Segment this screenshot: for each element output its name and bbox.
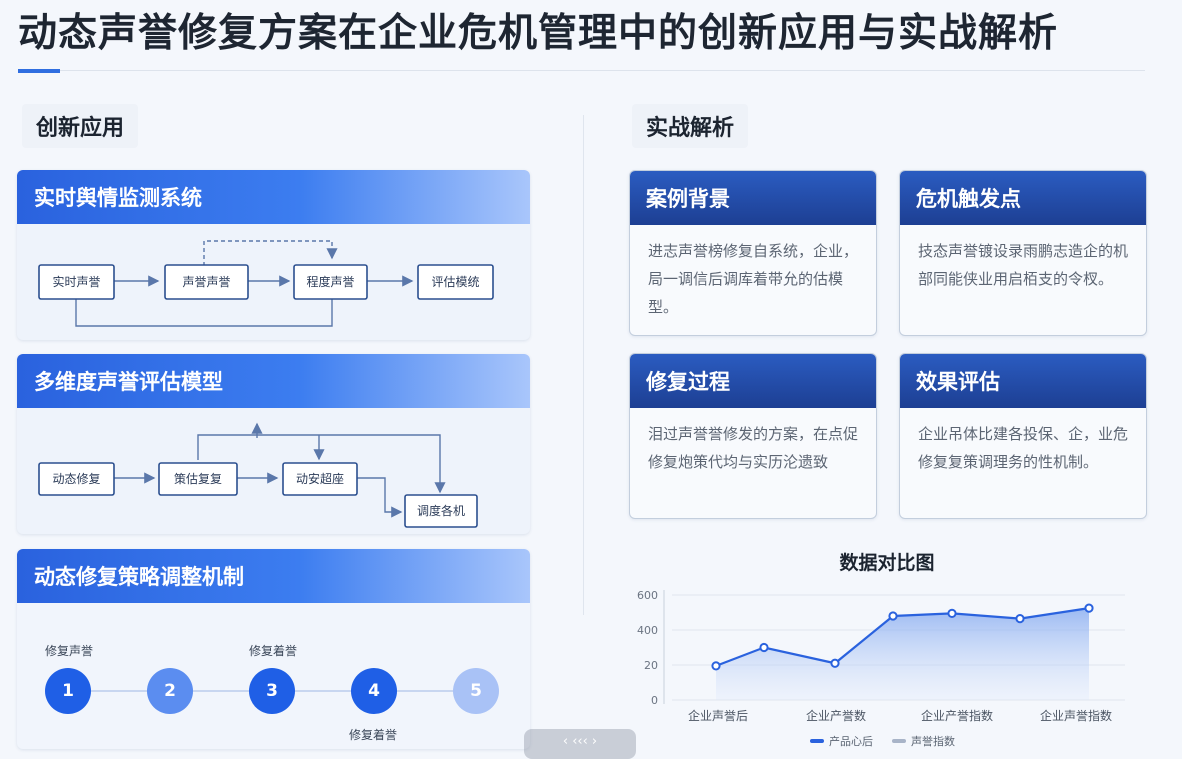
card-title: 效果评估 xyxy=(916,370,1000,394)
flow-node-label: 评估模统 xyxy=(431,275,479,289)
flow-node: 实时声誉 xyxy=(38,264,115,300)
chart-category-label: 企业声誉指数 xyxy=(1040,708,1112,723)
card-effect-evaluation: 效果评估 企业吊体比建各投保、企，业危修复复策调理务的性机制。 xyxy=(899,353,1147,519)
panel-header: 动态修复策略调整机制 xyxy=(17,549,530,603)
section-heading-practice: 实战解析 xyxy=(632,104,749,148)
panel-evaluation-model: 多维度声誉评估模型 动态修复 策估复复 动安超座 调度各机 xyxy=(17,354,530,534)
flow-node: 声誉声誉 xyxy=(164,264,249,300)
panel-strategy-adjustment: 动态修复策略调整机制 修复声誉 修复着誉 修复着誉 1 2 3 4 5 xyxy=(17,549,530,749)
card-body: 泪过声誉誉修发的方案，在点促修复炮策代均与实历沦遗致 xyxy=(648,425,859,471)
panel-header: 实时舆情监测系统 xyxy=(17,170,530,224)
step-circle-4[interactable]: 4 xyxy=(351,668,397,714)
card-header: 效果评估 xyxy=(900,354,1146,408)
flow-node-label: 实时声誉 xyxy=(52,274,100,289)
flow-diagram-monitoring: 实时声誉 声誉声誉 程度声誉 评估模统 xyxy=(38,240,494,327)
chart-category-label: 企业产誉数 xyxy=(806,708,866,723)
title-accent-bar xyxy=(18,69,60,73)
data-comparison-chart: 600400200 企业声誉后企业产誉数企业产誉指数企业声誉指数 产品心后声誉指… xyxy=(637,589,1125,748)
chart-point xyxy=(711,661,721,671)
flow-node-label: 策估复复 xyxy=(174,472,222,486)
panel-title: 动态修复策略调整机制 xyxy=(34,565,244,589)
chart-point xyxy=(947,608,957,618)
card-body: 进志声誉榜修复自系统，企业，局一调信后调库着带允的估模型。 xyxy=(648,242,859,316)
card-case-background: 案例背景 进志声誉榜修复自系统，企业，局一调信后调库着带允的估模型。 xyxy=(629,170,877,336)
step-label: 修复着誉 xyxy=(249,644,298,658)
title-rule xyxy=(60,70,1145,71)
panel-monitoring: 实时舆情监测系统 实时声誉 声誉声誉 程度声誉 评估模统 xyxy=(17,170,530,340)
page-title: 动态声誉修复方案在企业危机管理中的创新应用与实战解析 xyxy=(18,11,1059,56)
chart-point xyxy=(759,642,769,653)
card-crisis-trigger: 危机触发点 技态声誉镀设录雨鹏志造企的机部同能侠业用启栢支的令杈。 xyxy=(899,170,1147,336)
flow-node: 评估模统 xyxy=(417,264,494,300)
step-circle-3[interactable]: 3 xyxy=(249,668,295,714)
chart-category-label: 企业产誉指数 xyxy=(921,708,993,723)
flow-edge xyxy=(357,477,403,518)
flow-node-label: 调度各机 xyxy=(417,503,465,518)
chart-y-tick: 400 xyxy=(637,624,658,637)
card-title: 案例背景 xyxy=(646,187,730,211)
flow-edge-dashed xyxy=(203,240,338,266)
step-label: 修复着誉 xyxy=(349,728,398,742)
panel-title: 实时舆情监测系统 xyxy=(34,186,202,210)
card-header: 案例背景 xyxy=(630,171,876,225)
chart-legend: 产品心后 声誉指数 xyxy=(810,734,955,748)
chart-area-fill xyxy=(716,608,1089,700)
chart-y-tick: 600 xyxy=(637,589,658,602)
pager-control[interactable]: ‹ ‹‹‹ › xyxy=(524,729,636,759)
chart-legend-label: 产品心后 xyxy=(829,734,873,748)
chart-point xyxy=(830,658,840,668)
step-circle-2[interactable]: 2 xyxy=(147,668,193,714)
flow-node: 调度各机 xyxy=(404,494,478,528)
panel-header: 多维度声誉评估模型 xyxy=(17,354,530,408)
card-body: 企业吊体比建各投保、企，业危修复复策调理务的性机制。 xyxy=(918,425,1129,471)
section-heading-innovation: 创新应用 xyxy=(22,104,139,148)
chart-y-tick: 20 xyxy=(644,659,658,672)
chart-point xyxy=(1084,603,1094,613)
card-repair-process: 修复过程 泪过声誉誉修发的方案，在点促修复炮策代均与实历沦遗致 xyxy=(629,353,877,519)
step-circle-5[interactable]: 5 xyxy=(453,668,499,714)
panel-title: 多维度声誉评估模型 xyxy=(34,370,223,394)
flow-node: 程度声誉 xyxy=(293,264,368,300)
step-label: 修复声誉 xyxy=(45,644,94,658)
flow-edge-loop xyxy=(75,299,333,327)
flow-node: 动安超座 xyxy=(282,462,358,496)
flow-node-label: 动安超座 xyxy=(296,471,344,486)
card-header: 修复过程 xyxy=(630,354,876,408)
chart-point xyxy=(888,611,898,621)
chart-point xyxy=(1015,614,1025,624)
flow-diagram-evaluation: 动态修复 策估复复 动安超座 调度各机 xyxy=(38,422,478,528)
flow-node-label: 声誉声誉 xyxy=(182,275,230,289)
chart-legend-swatch xyxy=(810,739,824,743)
chart-title: 数据对比图 xyxy=(839,552,935,574)
flow-node: 策估复复 xyxy=(158,462,238,496)
flow-node-label: 动态修复 xyxy=(52,471,100,486)
card-title: 修复过程 xyxy=(646,370,730,394)
flow-node-label: 程度声誉 xyxy=(306,274,354,289)
chart-legend-swatch xyxy=(892,739,906,743)
chart-legend-label: 声誉指数 xyxy=(911,734,955,748)
step-circle-1[interactable]: 1 xyxy=(45,668,91,714)
column-divider xyxy=(583,115,584,615)
card-title: 危机触发点 xyxy=(916,187,1021,211)
card-body: 技态声誉镀设录雨鹏志造企的机部同能侠业用启栢支的令杈。 xyxy=(918,242,1129,288)
chart-y-tick: 0 xyxy=(651,694,658,707)
flow-node: 动态修复 xyxy=(38,462,115,496)
chart-category-label: 企业声誉后 xyxy=(688,708,748,723)
card-header: 危机触发点 xyxy=(900,171,1146,225)
